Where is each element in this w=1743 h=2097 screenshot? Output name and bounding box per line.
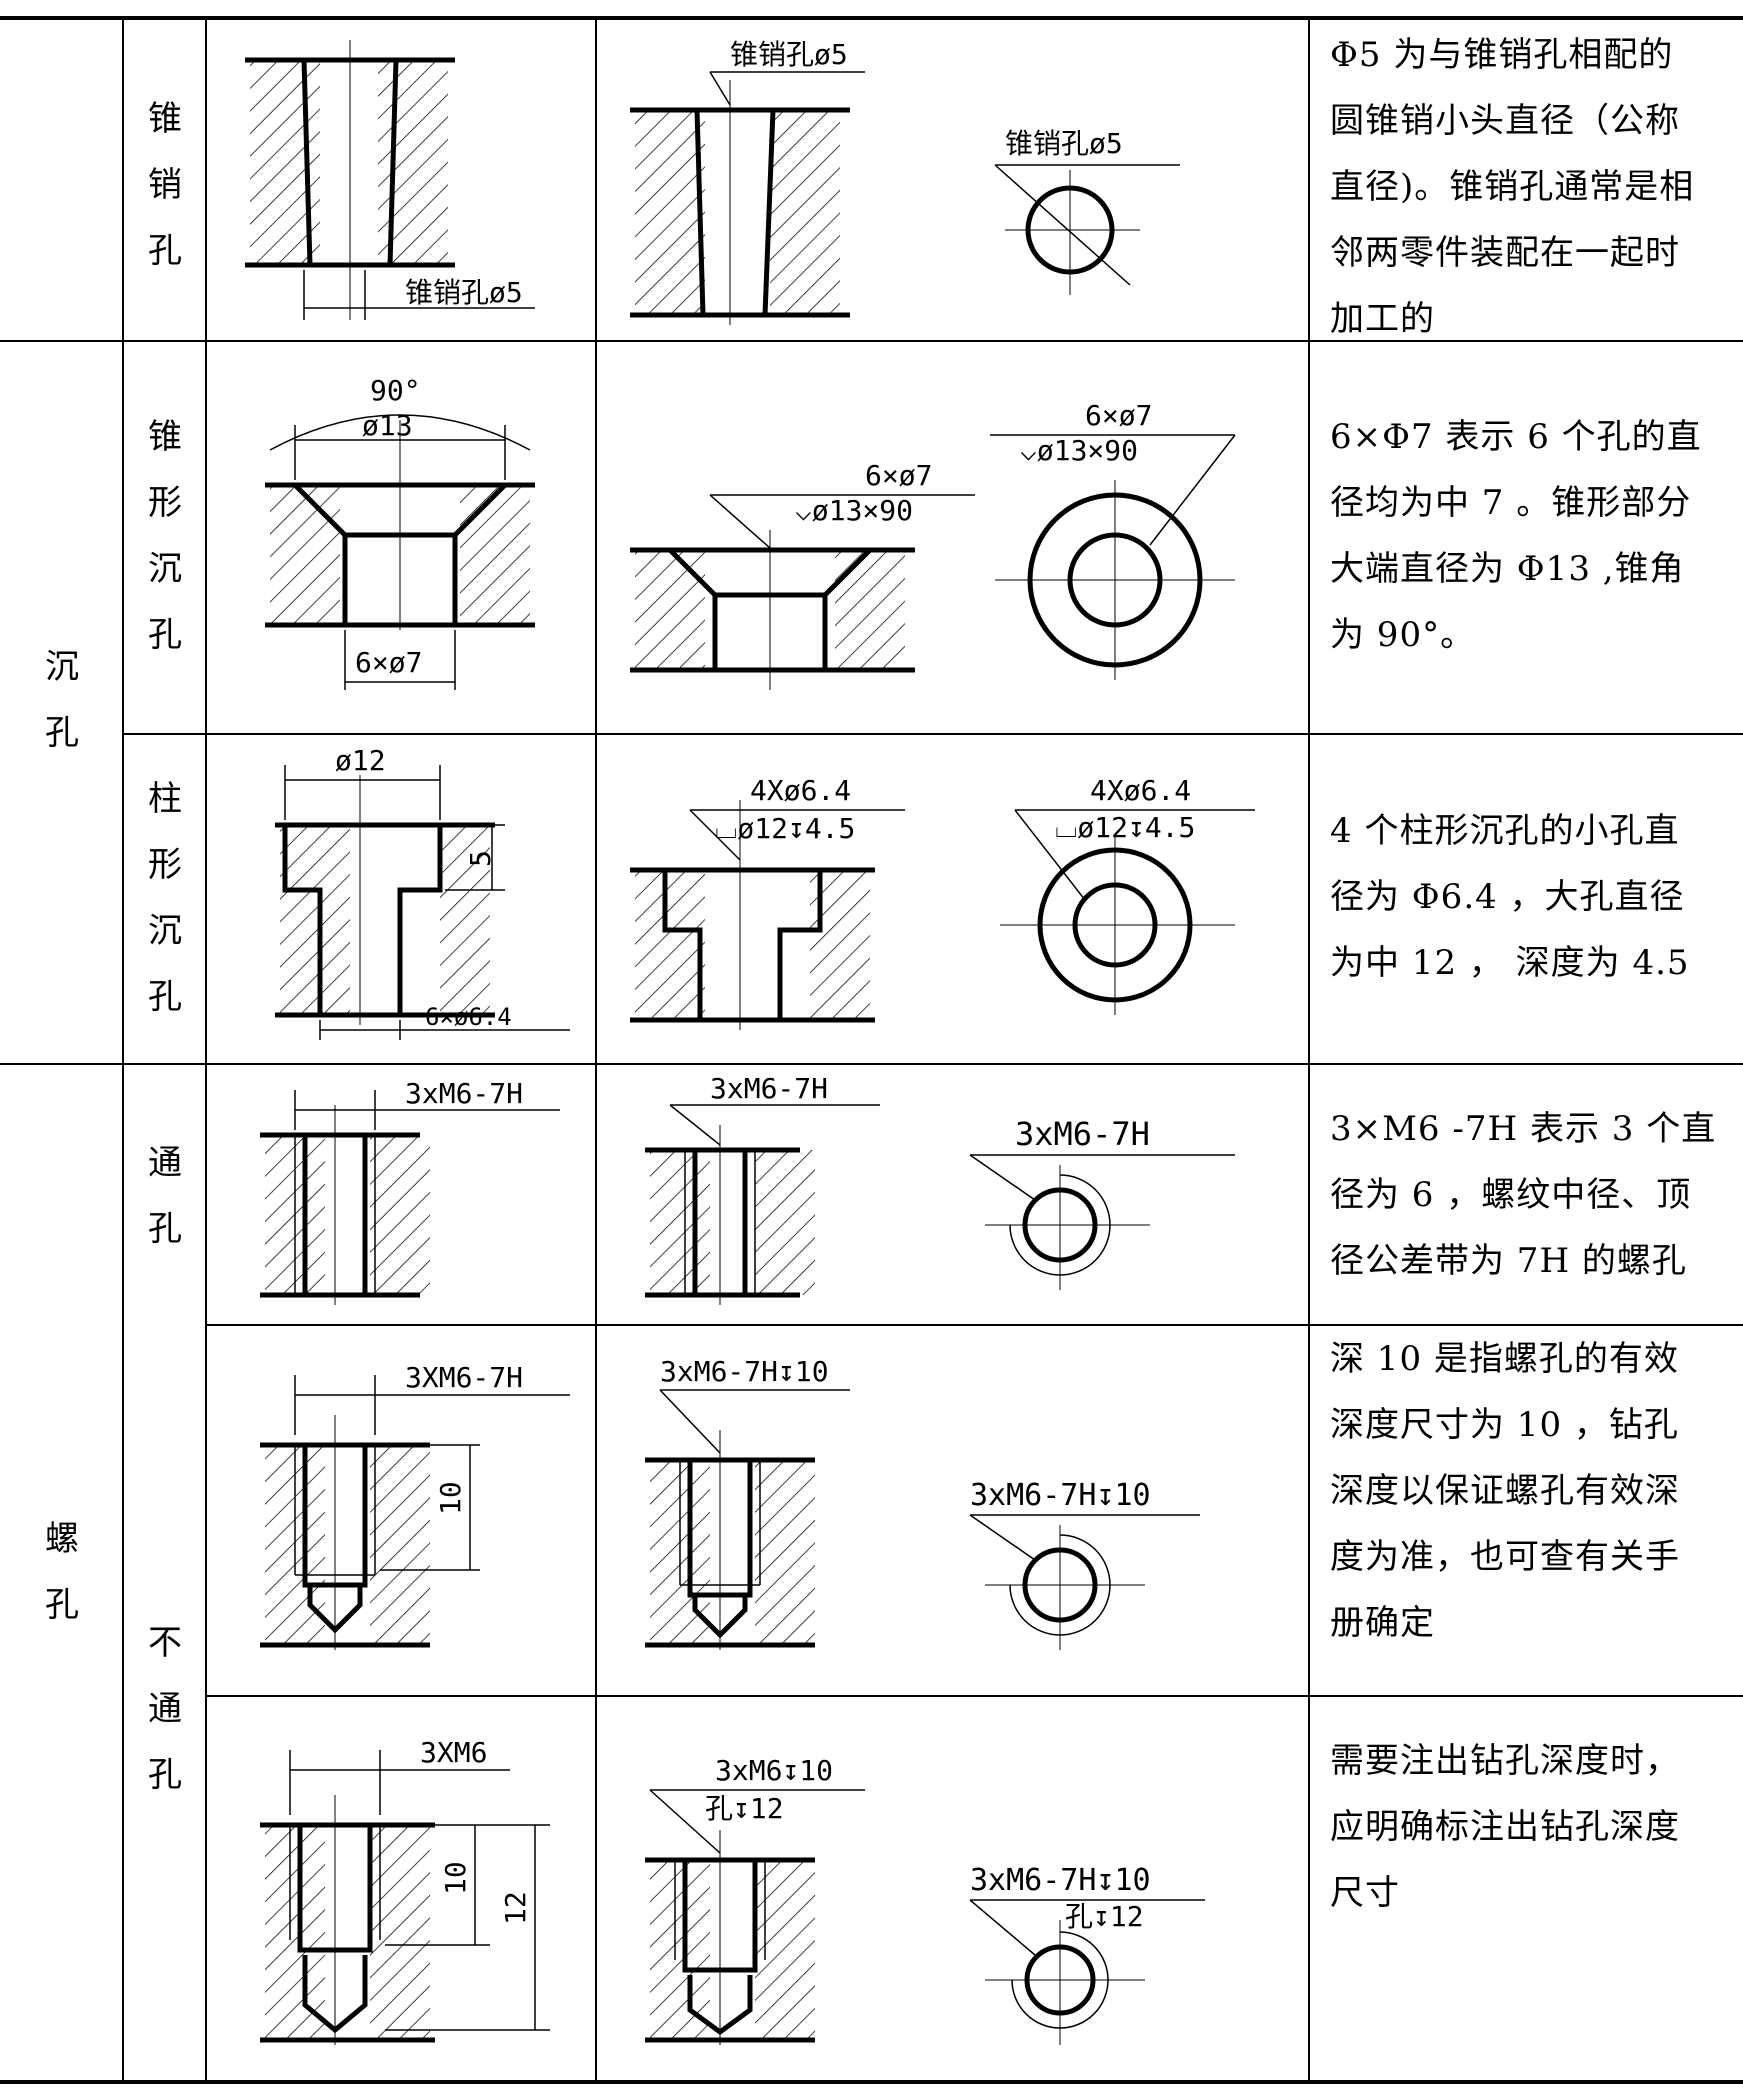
dim-label: 3xM6-7H↧10: [660, 1355, 829, 1388]
dim-label: 3xM6-7H: [710, 1072, 828, 1105]
sub-label-through-hole: 通孔: [148, 1143, 182, 1249]
dim-label: ⌵ø13×90: [795, 494, 913, 527]
dim-label: ø13: [362, 409, 413, 442]
column-divider: [595, 16, 597, 2082]
dim-label: 3XM6-7H: [405, 1361, 523, 1394]
sub-label-counterbore: 柱形沉孔: [148, 779, 182, 1017]
description-blind-drill-depth: 需要注出钻孔深度时， 应明确标注出钻孔深度 尺寸: [1330, 1741, 1680, 1913]
column-divider: [1308, 16, 1310, 2082]
description-counterbore: 4 个柱形沉孔的小孔直 径为 Φ6.4 ，大孔直径 为中 12 ， 深度为 4.…: [1330, 811, 1690, 983]
dim-label: 90°: [370, 374, 421, 407]
description-blind-threaded: 深 10 是指螺孔的有效 深度尺寸为 10 ，钻孔 深度以保证螺孔有效深 度为准…: [1330, 1339, 1680, 1643]
blind-threaded-section-drawing: 3XM6-7H 10: [260, 1361, 570, 1650]
taper-pin-section-drawing: 锥销孔ø5: [245, 40, 535, 320]
dim-label: 3xM6-7H: [1015, 1115, 1150, 1153]
row-divider: [205, 1695, 1743, 1697]
description-taper-pin: Φ5 为与锥销孔相配的 圆锥销小头直径（公称 直径)。锥销孔通常是相 邻两零件装…: [1330, 35, 1695, 339]
table-top-border: [0, 16, 1743, 20]
group-label-screw: 螺孔: [45, 1519, 79, 1625]
dim-label: 3XM6: [420, 1736, 487, 1769]
dim-label: 锥销孔ø5: [1005, 127, 1123, 160]
description-countersink: 6×Φ7 表示 6 个孔的直 径均为中 7 。锥形部分 大端直径为 Φ13 ,锥…: [1330, 417, 1702, 655]
row-divider: [0, 1063, 1743, 1065]
row-divider: [205, 1324, 1743, 1326]
row-divider: [122, 733, 1743, 735]
column-divider: [205, 16, 207, 2082]
dim-label: 孔↧12: [705, 1792, 784, 1825]
blind-drill-depth-section-drawing: 3XM6 10 12: [260, 1736, 550, 2045]
dim-label: 10: [439, 1861, 472, 1895]
group-label-sink: 沉孔: [45, 647, 79, 753]
dim-label: 6×ø7: [865, 459, 932, 492]
counterbore-dimensioned-drawing: 4Xø6.4 ⌴ø12↧4.5 4Xø6.4 ⌴ø12↧4.5: [630, 774, 1255, 1030]
group-label-blind: 不通孔: [148, 1623, 182, 1795]
row-divider: [0, 340, 1743, 342]
dim-label: ⌵ø13×90: [1020, 434, 1138, 467]
blind-threaded-dimensioned-drawing: 3xM6-7H↧10 3xM6-7H↧10: [645, 1355, 1200, 1650]
dim-label: 4Xø6.4: [1090, 774, 1191, 807]
blind-drill-depth-dimensioned-drawing: 3xM6↧10 孔↧12 3xM6-7H↧10 孔↧12: [645, 1754, 1205, 2045]
sub-label-countersink: 锥形沉孔: [148, 417, 182, 655]
dim-label: 6×ø7: [1085, 399, 1152, 432]
through-hole-section-drawing: 3xM6-7H: [260, 1077, 560, 1305]
dim-label: 3xM6-7H↧10: [970, 1478, 1151, 1513]
dim-label: 6×ø7: [355, 646, 422, 679]
dim-label: ø12: [335, 744, 386, 777]
dim-label: 3xM6-7H↧10: [970, 1863, 1151, 1898]
dim-label: 5: [464, 850, 497, 867]
dim-label: ⌴ø12↧4.5: [1055, 811, 1195, 844]
through-hole-dimensioned-drawing: 3xM6-7H 3xM6-7H: [645, 1072, 1235, 1305]
dim-label: 孔↧12: [1065, 1900, 1144, 1933]
description-through-hole: 3×M6 -7H 表示 3 个直 径为 6 ，螺纹中径、顶 径公差带为 7H 的…: [1330, 1109, 1717, 1281]
dim-label: 6×ø6.4: [425, 1003, 512, 1031]
dim-label: 3xM6↧10: [715, 1754, 833, 1787]
taper-pin-dimensioned-drawing: 锥销孔ø5 锥销孔ø5: [630, 38, 1180, 325]
sub-label-taper-pin: 锥销孔: [148, 99, 182, 271]
dim-label: ⌴ø12↧4.5: [715, 812, 855, 845]
countersink-section-drawing: 90° ø13 6×ø7: [265, 374, 535, 690]
dim-label: 锥销孔ø5: [730, 38, 848, 71]
dim-label: 3xM6-7H: [405, 1077, 523, 1110]
dim-label: 12: [499, 1891, 532, 1925]
countersink-dimensioned-drawing: 6×ø7 ⌵ø13×90 6×ø7 ⌵ø13×90: [630, 399, 1236, 690]
dim-label: 锥销孔ø5: [405, 276, 523, 309]
dim-label: 4Xø6.4: [750, 774, 851, 807]
dim-label: 10: [434, 1481, 467, 1515]
column-divider: [122, 16, 124, 2082]
counterbore-section-drawing: ø12 5 6×ø6.4: [275, 744, 570, 1040]
table-bottom-border: [0, 2080, 1743, 2084]
